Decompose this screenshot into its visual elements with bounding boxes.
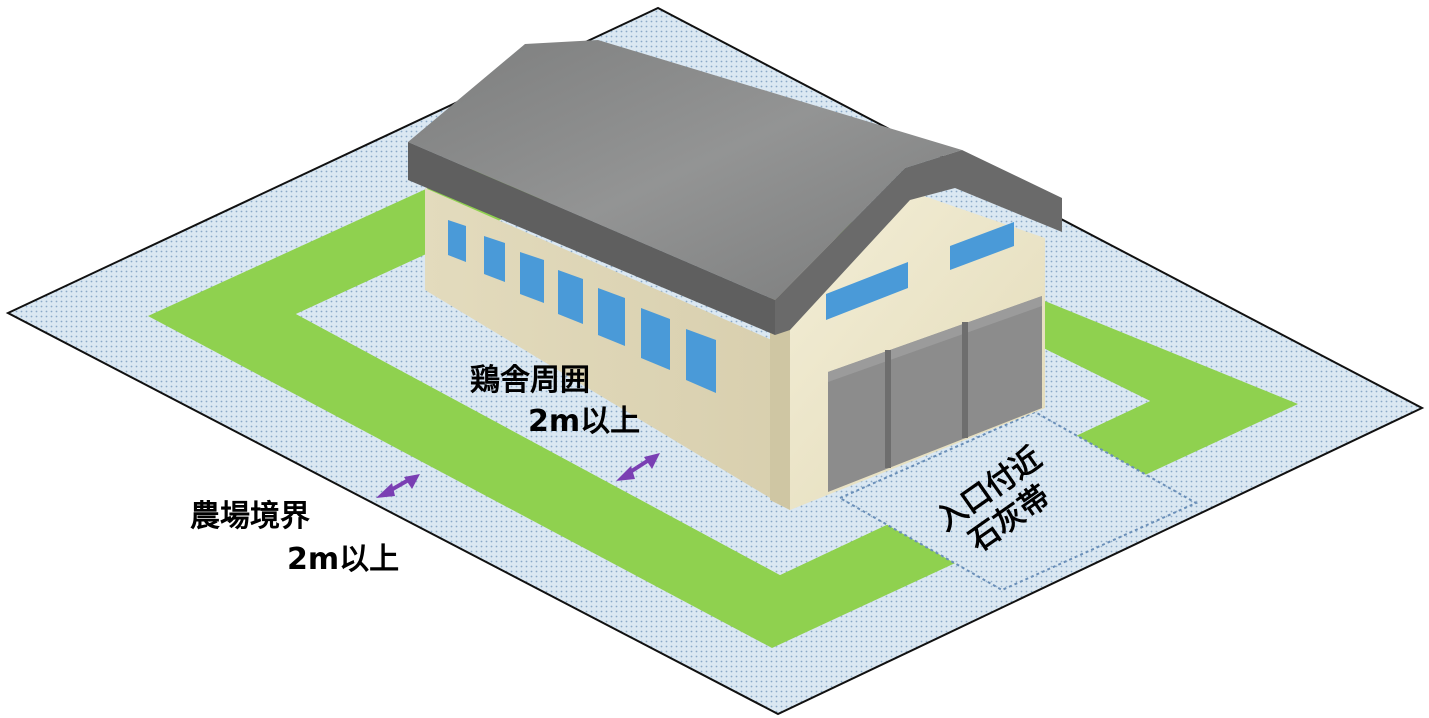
farm-boundary-label: 農場境界 <box>190 499 310 534</box>
henhouse-roof <box>408 40 962 300</box>
henhouse-roof-eave <box>408 142 775 335</box>
double-arrow-icon <box>616 453 660 481</box>
henhouse-corner-shade <box>770 296 790 510</box>
henhouse-roof-gable-trim <box>775 150 1062 335</box>
henhouse-distance-label: 2m以上 <box>528 404 641 439</box>
henhouse-door <box>828 296 1042 492</box>
henhouse-end-windows <box>826 222 1014 320</box>
henhouse-surroundings-label: 鶏舎周囲 <box>470 363 590 398</box>
henhouse-side-windows <box>448 220 716 393</box>
double-arrow-icon <box>376 474 420 498</box>
henhouse-side-wall <box>425 188 790 510</box>
farm-distance-label: 2m以上 <box>287 542 400 577</box>
entrance-lime-band <box>837 410 1199 592</box>
